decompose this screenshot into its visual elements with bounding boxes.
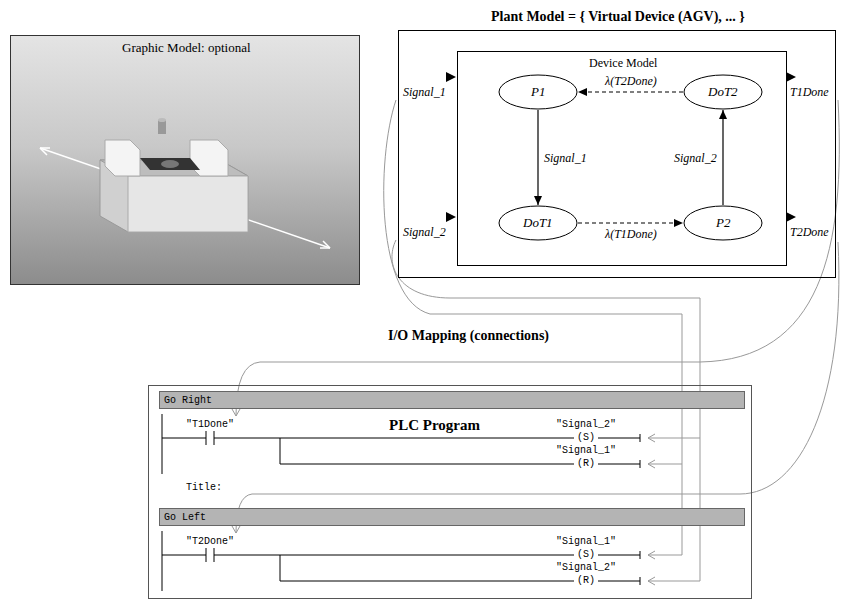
coil-symbol: (R) — [576, 458, 596, 470]
plc-program-panel: PLC Program Go Right Go Left — [148, 385, 752, 599]
node-label: P2 — [716, 215, 730, 231]
transition-label: Signal_2 — [674, 151, 717, 165]
node-label: Go Left — [164, 512, 206, 523]
rung-title-band: Go Right — [159, 391, 745, 409]
coil-tag: "Signal_2" — [556, 419, 616, 431]
network-title: Title: — [186, 482, 222, 494]
port-triangles — [446, 72, 796, 222]
state-ellipse: DoT1 — [498, 205, 578, 241]
agv-illustration — [11, 36, 359, 284]
signal-name: T2Done — [790, 226, 829, 238]
node-label: PLC Program — [389, 417, 480, 434]
node-label: Graphic Model: optional — [122, 40, 251, 56]
contact-tag: "T2Done" — [186, 536, 234, 548]
signal-name: Signal_2 — [403, 226, 446, 238]
state-ellipse: DoT2 — [683, 74, 763, 110]
rung-title-band: Go Left — [159, 508, 745, 526]
node-label: P1 — [531, 84, 545, 100]
coil-tag: "Signal_1" — [556, 445, 616, 457]
node-label: DoT1 — [523, 215, 553, 231]
coil-tag: "Signal_1" — [556, 536, 616, 548]
transition-label: Signal_1 — [544, 151, 587, 165]
transition-arrow — [722, 110, 723, 205]
transition-label: λ(T1Done) — [605, 227, 657, 241]
transition-arrow — [537, 110, 538, 205]
graphic-model-box: Graphic Model: optional — [10, 35, 360, 285]
node-label: DoT2 — [708, 84, 738, 100]
coil-symbol: (R) — [576, 575, 596, 587]
transition-arrow — [578, 91, 683, 92]
state-ellipse: P2 — [683, 205, 763, 241]
contact-tag: "T1Done" — [186, 419, 234, 431]
node-label: Plant Model = { Virtual Device (AGV), ..… — [491, 9, 745, 25]
node-label: Go Right — [164, 395, 212, 406]
node-label: Device Model — [589, 56, 657, 71]
transition-arrow — [578, 222, 683, 223]
coil-symbol: (S) — [576, 549, 596, 561]
signal-name: Signal_1 — [403, 86, 446, 98]
ladder-wiring — [162, 414, 640, 591]
section-heading: I/O Mapping (connections) — [388, 330, 549, 342]
transition-label: λ(T2Done) — [605, 74, 657, 88]
state-ellipse: P1 — [498, 74, 578, 110]
coil-tag: "Signal_2" — [556, 562, 616, 574]
signal-name: T1Done — [790, 86, 829, 98]
coil-symbol: (S) — [576, 432, 596, 444]
